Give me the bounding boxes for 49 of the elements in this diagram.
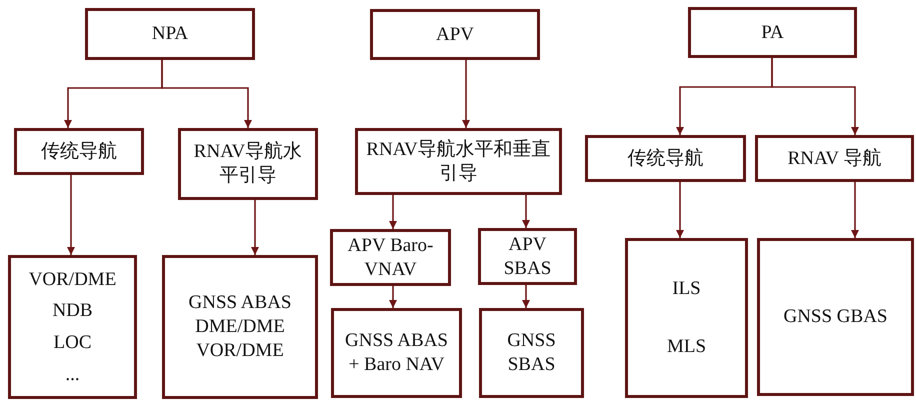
text-box <box>355 128 562 195</box>
arrow <box>161 60 252 128</box>
node-label: GNSS SBAS <box>506 329 557 377</box>
text-box <box>479 308 584 398</box>
node-label: PA <box>761 20 784 44</box>
arrow <box>67 175 75 255</box>
text-box <box>688 7 857 58</box>
node-label: RNAV导航水平和垂直引导 <box>365 138 552 186</box>
node-label: 传统导航 <box>628 146 704 170</box>
node-label: VOR/DME <box>196 338 284 363</box>
text-box <box>85 8 255 60</box>
text-box <box>330 229 451 286</box>
node-label: APV Baro-VNAV <box>346 234 434 282</box>
arrow <box>389 195 397 229</box>
node-label: GNSS GBAS <box>783 305 888 329</box>
node-label: LOC <box>54 331 92 355</box>
node-label: GNSS ABAS <box>188 291 292 316</box>
node-label: ... <box>65 362 80 386</box>
arrow <box>251 200 259 255</box>
text-box <box>14 128 144 175</box>
node-label: 传统导航 <box>41 140 117 164</box>
text-box <box>625 238 748 398</box>
node-label: ILS <box>672 277 701 301</box>
text-box <box>331 308 462 398</box>
node-label: NPA <box>152 22 188 46</box>
node-label: NDB <box>52 299 93 323</box>
arrow <box>522 285 530 308</box>
node-label: RNAV导航水平引导 <box>192 140 304 188</box>
node-label: VOR/DME <box>28 268 116 292</box>
arrow <box>676 182 684 238</box>
text-box <box>585 135 746 182</box>
arrow <box>771 58 859 135</box>
text-box <box>370 9 540 60</box>
arrow <box>462 60 470 128</box>
text-box <box>478 228 577 285</box>
node-label: APV SBAS <box>502 232 552 280</box>
text-box <box>162 255 318 399</box>
arrow <box>389 286 397 308</box>
arrow <box>522 195 530 228</box>
text-box <box>757 238 914 396</box>
text-box <box>8 255 137 399</box>
text-box <box>178 128 318 200</box>
node-label: GNSS ABAS + Baro NAV <box>344 329 449 377</box>
text-box <box>755 135 914 182</box>
node-label: MLS <box>666 335 706 359</box>
node-label: APV <box>436 22 474 46</box>
node-label: DME/DME <box>195 315 285 339</box>
arrow <box>851 182 859 238</box>
node-label: RNAV 导航 <box>788 146 882 170</box>
